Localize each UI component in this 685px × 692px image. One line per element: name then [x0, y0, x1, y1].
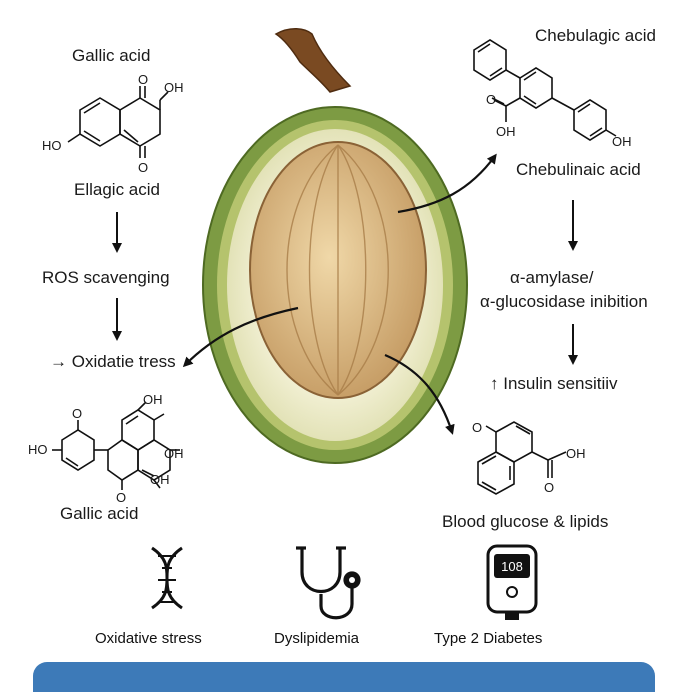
- blood-glucose-lipids-label: Blood glucose & lipids: [442, 512, 609, 531]
- stethoscope-icon: [296, 546, 361, 620]
- myrobalan-fruit: [202, 28, 468, 464]
- mol-bl-oh-mid: OH: [164, 446, 184, 461]
- mol-br-o-bottom: O: [544, 480, 554, 495]
- mol-tr-o: O: [486, 92, 496, 107]
- molecule-bottom-right: [477, 421, 567, 495]
- oxidative-stress-small-label: → Oxidatie tress: [50, 352, 176, 371]
- mol-tr-oh-right: OH: [612, 134, 632, 149]
- arrow-fruit-to-oxidative: [182, 306, 299, 368]
- condition-label-type2-diabetes: Type 2 Diabetes: [434, 630, 542, 647]
- molecule-top-left: [67, 86, 169, 158]
- mol-tl-o-top: O: [138, 72, 148, 87]
- chebulagic-acid-label: Chebulagic acid: [535, 26, 656, 45]
- dna-icon: [151, 546, 183, 610]
- mol-bl-o: O: [72, 406, 82, 421]
- seed-ridges: [286, 144, 389, 396]
- ellagic-acid-label: Ellagic acid: [74, 180, 160, 199]
- molecule-top-right: [473, 39, 617, 141]
- gallic-acid-top-label: Gallic acid: [72, 46, 151, 65]
- condition-label-oxidative-stress: Oxidative stress: [95, 630, 202, 647]
- mol-bl-ho: HO: [28, 442, 48, 457]
- mol-bl-oh-top: OH: [143, 392, 163, 407]
- mol-bl-o-bottom: O: [116, 490, 126, 505]
- mol-tl-oh: OH: [164, 80, 184, 95]
- molecule-bottom-left: [52, 401, 180, 490]
- arrow-fruit-to-blood: [384, 353, 455, 435]
- bottom-banner: [33, 662, 655, 692]
- fruit-stem: [274, 28, 352, 93]
- amylase-label-line1: α-amylase/: [510, 268, 594, 287]
- condition-label-dyslipidemia: Dyslipidemia: [274, 630, 360, 647]
- mol-br-oh: OH: [566, 446, 586, 461]
- mol-tr-oh-left: OH: [496, 124, 516, 139]
- glucometer-reading: 108: [501, 559, 523, 574]
- amylase-label-line2: α-glucosidase inibition: [480, 292, 648, 311]
- chebulinic-acid-label: Chebulinaic acid: [516, 160, 641, 179]
- mol-br-o-left: O: [472, 420, 482, 435]
- arrow-fruit-to-chebulinic: [397, 153, 497, 214]
- gallic-acid-bottom-label: Gallic acid: [60, 504, 139, 523]
- ros-scavenging-label: ROS scavenging: [42, 268, 170, 287]
- mol-tl-ho: HO: [42, 138, 62, 153]
- mol-bl-oh-low: OH: [150, 472, 170, 487]
- insulin-sensitivity-label: ↑ Insulin sensitiiv: [490, 374, 618, 393]
- glucometer-icon: 108: [486, 544, 538, 620]
- mol-tl-o-bottom: O: [138, 160, 148, 175]
